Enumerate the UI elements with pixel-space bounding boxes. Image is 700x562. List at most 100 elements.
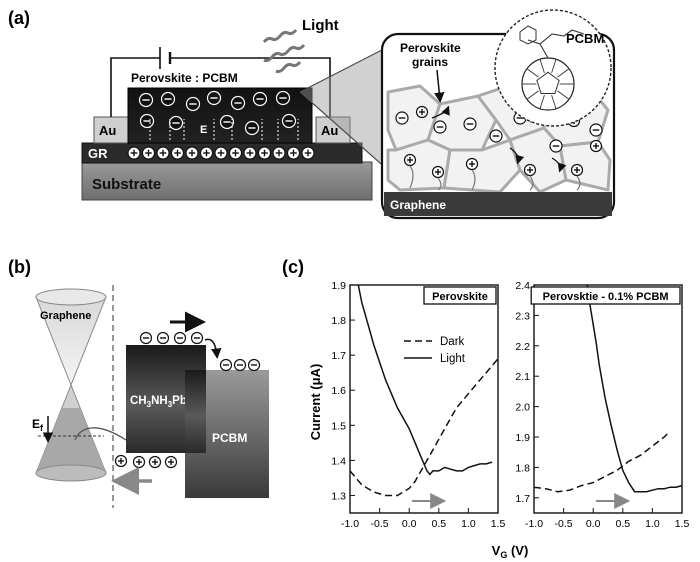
x-tick-label: 0.5 [431,518,446,530]
electron [206,90,222,106]
hole [228,146,243,160]
y-tick-label: 1.8 [331,315,346,327]
electron [489,129,503,143]
x-tick-label: -1.0 [341,518,359,530]
inset-graphene-label: Graphene [390,198,446,212]
hole-transfer-curve [74,427,127,441]
x-tick-label: -1.0 [525,518,543,530]
electron [549,139,563,153]
graphene-cone-label: Graphene [40,310,91,322]
electron [139,331,153,345]
x-axis-label: VG (V) [492,543,529,560]
electron [244,120,260,136]
hole [257,146,272,160]
hole [164,455,178,469]
field-label: E [200,124,207,136]
electron [219,114,235,130]
cone-filled-states [36,408,106,473]
hole-path [471,169,476,191]
electron [463,117,477,131]
hole [199,146,214,160]
y-tick-label: 1.6 [331,385,346,397]
au-right-label: Au [321,123,338,138]
electron [219,358,233,372]
plot-frame [349,284,499,514]
c60-bond [539,94,545,109]
light-label: Light [302,17,339,34]
panel-c-label: (c) [282,257,304,277]
y-tick-label: 1.7 [515,493,530,505]
electron [252,91,268,107]
y-tick-label: 1.3 [331,490,346,502]
zoom-lines [299,49,389,171]
y-tick-label: 2.3 [515,310,530,322]
x-tick-label: 0.0 [402,518,417,530]
light-wave-2 [263,44,306,63]
x-tick-label: -0.5 [555,518,573,530]
electron [139,113,155,129]
y-tick-label: 1.4 [331,455,346,467]
fermi-label: Ef [32,417,44,433]
film-electrons [138,90,299,140]
c60-bond [551,94,557,109]
plot-title-box [530,286,681,305]
electron [233,358,247,372]
hole [523,163,537,177]
film-label: Perovskite : PCBM [131,71,238,85]
y-tick-label: 1.9 [515,432,530,444]
hole [415,105,429,119]
panel-b: (b) Graphene Ef CH3NH3PbI3 PCBM [8,257,269,508]
hole [185,146,199,160]
inset-graphene-bar [384,192,612,216]
x-tick-label: -0.5 [371,518,389,530]
light-wave-1 [262,29,298,43]
c60-pentagon [536,71,560,94]
grains-label-2: grains [412,55,448,69]
panel-a: (a) Substrate GR Au Au Perovskite : PCBM… [8,8,616,220]
electron-transfer-arrow [204,338,222,359]
zoom-cone [300,50,388,170]
y-tick-label: 1.7 [331,350,346,362]
carrier-path [551,157,567,173]
substrate-label: Substrate [92,176,161,193]
hole [431,165,445,179]
hole [114,454,128,468]
y-tick-label: 2.2 [515,341,530,353]
pcbm-block-label: PCBM [212,431,247,445]
hole [286,146,301,160]
x-tick-label: 1.5 [491,518,506,530]
hole-path [576,175,581,191]
panel-a-label: (a) [8,8,30,28]
x-tick-label: 1.0 [461,518,476,530]
hole [214,146,228,160]
x-tick-label: 1.5 [675,518,690,530]
carrier-path [431,105,450,119]
circuit-wire [110,57,331,117]
c60-bond [526,68,539,78]
electron [247,358,261,372]
pcbm-side-chain [527,29,585,59]
electron [230,95,246,111]
y-tick-label: 1.8 [515,462,530,474]
electron [168,115,184,131]
c60-bond [557,68,570,78]
plot-frame [533,284,683,514]
y-tick-label: 2.4 [515,280,530,292]
plot-title: Perovsktie - 0.1% PCBM [543,291,669,303]
pcbm-molecule [519,25,585,111]
hole [570,163,584,177]
hole [589,139,603,153]
graphene-holes [127,146,315,160]
electron [185,96,201,112]
series-dark [349,358,499,497]
phenyl-ring [519,25,537,45]
series-light [586,284,683,493]
electron [281,113,297,129]
legend-label-dark: Dark [440,336,465,348]
hole [156,146,170,160]
panel-b-label: (b) [8,257,31,277]
hole [132,455,146,469]
plot-title-box [423,286,497,305]
c60-bond [551,59,557,74]
